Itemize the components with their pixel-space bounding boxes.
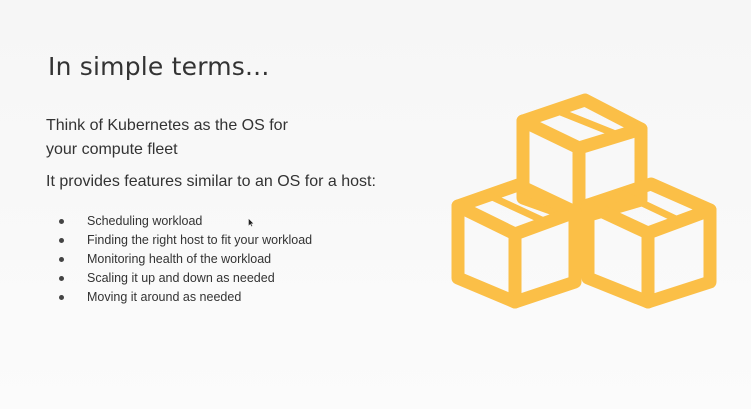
provides-text: It provides features similar to an OS fo… xyxy=(46,173,376,190)
feature-list: Scheduling workload Finding the right ho… xyxy=(0,212,312,307)
list-item: Scaling it up and down as needed xyxy=(0,269,312,288)
bullet-icon xyxy=(59,295,64,300)
list-item-text: Moving it around as needed xyxy=(87,290,242,304)
list-item-text: Scheduling workload xyxy=(87,214,203,228)
list-item-text: Finding the right host to fit your workl… xyxy=(87,233,313,247)
list-item-text: Monitoring health of the workload xyxy=(87,252,272,266)
bullet-icon xyxy=(59,257,64,262)
bottom-right-cube xyxy=(581,177,717,309)
bullet-icon xyxy=(59,276,64,281)
intro-line-2: your compute fleet xyxy=(46,141,178,158)
bullet-icon xyxy=(59,219,64,224)
list-item: Moving it around as needed xyxy=(0,288,312,307)
slide-title: In simple terms... xyxy=(48,52,270,81)
intro-line-1: Think of Kubernetes as the OS for xyxy=(46,117,288,134)
list-item-text: Scaling it up and down as needed xyxy=(87,271,275,285)
bottom-left-cube xyxy=(451,178,582,309)
list-item: Scheduling workload xyxy=(0,212,312,231)
stacked-cubes-icon xyxy=(451,93,717,309)
intro-text: Think of Kubernetes as the OS for your c… xyxy=(46,114,426,162)
mouse-cursor-icon xyxy=(248,218,254,227)
list-item: Monitoring health of the workload xyxy=(0,250,312,269)
list-item: Finding the right host to fit your workl… xyxy=(0,231,312,250)
bullet-icon xyxy=(59,238,64,243)
